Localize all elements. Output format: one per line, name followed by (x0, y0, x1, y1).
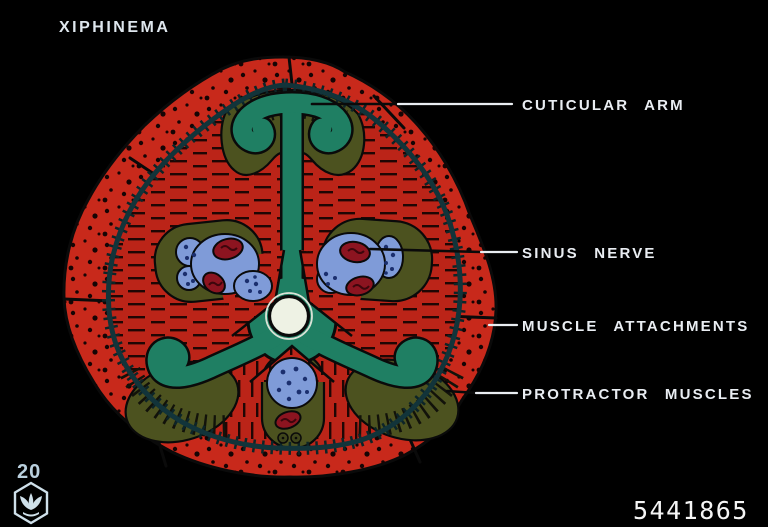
photo-id: 5441865 (633, 496, 749, 525)
hexagon-plant-logo-icon (13, 481, 49, 525)
slide-number: 20 (17, 461, 42, 483)
annotation-protractor-muscles: PROTRACTOR MUSCLES (522, 386, 754, 403)
sinus-nerve-cells-left (175, 233, 273, 302)
annotation-sinus-nerve: SINUS NERVE (522, 245, 657, 262)
leader-sinus-nerve-inner (368, 247, 483, 254)
stylet-lumen (265, 292, 313, 340)
annotation-cuticular-arm: CUTICULAR ARM (522, 97, 685, 114)
sinus-nerve-cells-right (316, 232, 404, 297)
leader-protractor-inner (445, 389, 478, 395)
sinus-nerve-cell-ventral (266, 357, 318, 444)
basal-ring (101, 78, 467, 455)
annotation-muscle-attachments: MUSCLE ATTACHMENTS (522, 318, 750, 335)
esophagus-tripartite (145, 90, 439, 389)
slide-title: XIPHINEMA (59, 19, 171, 36)
leader-lines (310, 102, 519, 395)
